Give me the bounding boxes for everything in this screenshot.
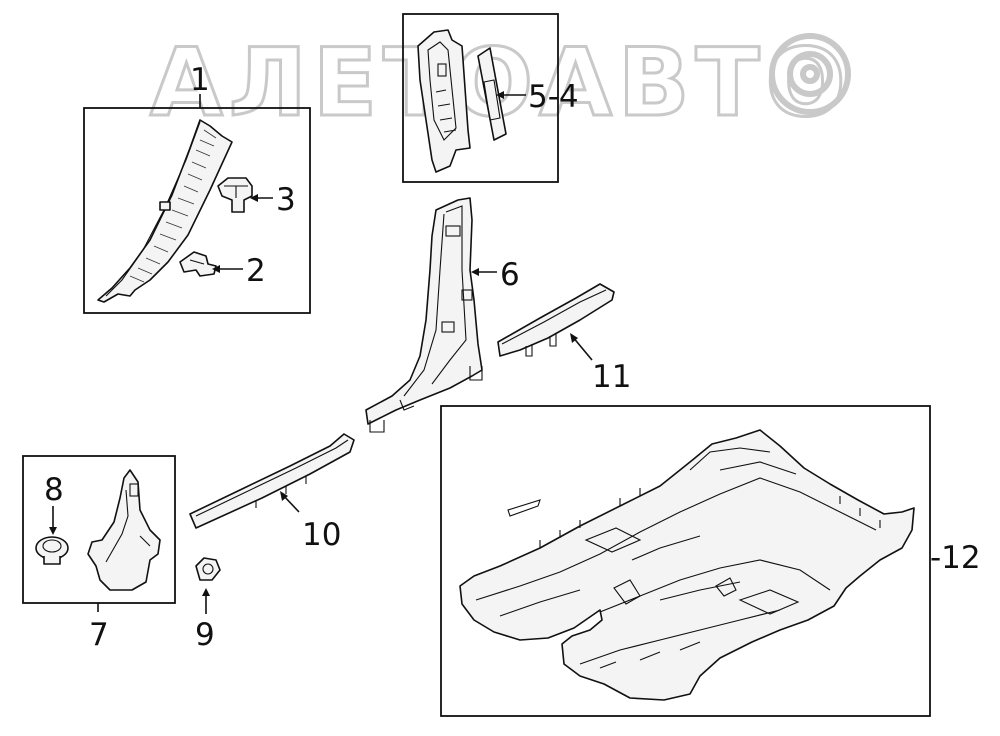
part-2-clip	[179, 251, 217, 277]
part-6-b-pillar-lower-trim	[365, 197, 483, 433]
watermark-gear-logo	[769, 33, 851, 115]
arrowhead-3	[250, 194, 258, 202]
group-box-1	[83, 107, 311, 314]
part-3-clip	[217, 177, 253, 213]
part-8-fastener	[35, 536, 69, 565]
arrowhead-9	[202, 588, 210, 596]
part-4-strip	[477, 47, 507, 141]
part-5-upper-pillar-trim	[417, 29, 471, 173]
callout-11: 11	[592, 359, 631, 395]
arrowhead-8	[49, 527, 57, 535]
callout-6: 6	[500, 257, 520, 293]
part-9-nut	[195, 557, 221, 581]
arrowhead-5-4	[496, 91, 504, 99]
callout-7: 7	[89, 617, 109, 653]
arrowhead-11	[570, 333, 578, 343]
arrowhead-10	[280, 491, 288, 501]
arrowhead-6	[471, 268, 479, 276]
group-box-7	[22, 455, 176, 604]
callout-10: 10	[302, 517, 341, 553]
arrowhead-2	[212, 265, 220, 273]
part-11-sill-trim	[497, 283, 615, 357]
part-7-kick-panel	[87, 469, 161, 591]
callout-5-4: 5-4	[528, 79, 579, 115]
group-box-5-4	[402, 13, 559, 183]
callout-2: 2	[246, 253, 266, 289]
part-12-floor-carpet	[459, 429, 915, 701]
callout-12: -12	[930, 540, 981, 576]
part-10-sill-trim	[189, 433, 355, 529]
callout-9: 9	[195, 617, 215, 653]
callout-1: 1	[190, 62, 210, 98]
callout-3: 3	[276, 182, 296, 218]
callout-8: 8	[44, 472, 64, 508]
part-1-a-pillar-trim	[97, 119, 233, 303]
group-box-12	[440, 405, 931, 717]
